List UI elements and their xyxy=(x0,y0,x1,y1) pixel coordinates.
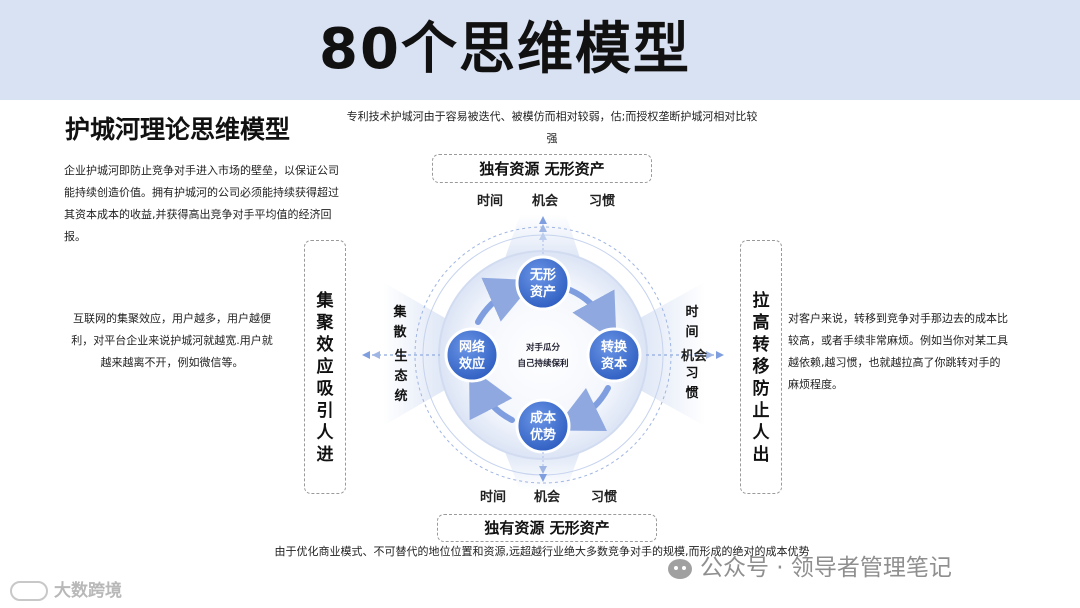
top-resource-box xyxy=(432,154,652,183)
left-arrow xyxy=(362,351,440,359)
top-resource-label: 独有资源 无形资产 xyxy=(479,160,605,178)
right-inner-col2: 习惯 xyxy=(685,366,699,401)
right-explanation: 对客户来说，转移到竞争对手那边去的成本比较高，或者手续非常麻烦。例如当你对某工具… xyxy=(788,312,1008,391)
right-vertical-box xyxy=(740,240,782,494)
cycle-arrow-1 xyxy=(567,287,617,344)
center-caption: 对手瓜分 自己持续保利 xyxy=(517,343,569,369)
cycle-arrow-2 xyxy=(553,385,611,432)
bottom-arrow xyxy=(539,452,547,482)
node-label-switching-cost: 转换 资本 xyxy=(600,340,627,372)
right-beam xyxy=(640,282,705,426)
top-arrow xyxy=(539,216,547,256)
cycle-arrow-4 xyxy=(475,277,535,325)
left-beam xyxy=(383,282,445,426)
top-label-habit: 习惯 xyxy=(589,194,616,209)
node-label-network-effect: 网络 效应 xyxy=(458,340,485,372)
section-title: 护城河理论思维模型 xyxy=(65,115,291,144)
left-vertical-box xyxy=(304,240,346,494)
bottom-resource-label: 独有资源 无形资产 xyxy=(484,519,610,537)
left-inner-col2: 生态统 xyxy=(394,349,408,404)
bottom-label-opportunity: 机会 xyxy=(534,490,561,505)
wechat-icon xyxy=(668,558,692,579)
right-inner-opportunity: 机会 xyxy=(681,349,708,364)
right-vertical-label: 拉高转移防止人出 xyxy=(752,291,770,465)
right-inner-col1: 时间 xyxy=(685,305,699,340)
left-inner-col1: 集散 xyxy=(393,305,407,340)
node-label-cost-advantage: 成本 优势 xyxy=(529,411,556,443)
node-network-effect xyxy=(444,327,500,383)
bottom-label-time: 时间 xyxy=(480,490,507,505)
top-label-time: 时间 xyxy=(477,194,504,209)
page-title: 80个思维模型 xyxy=(319,17,691,82)
brand-logo-icon xyxy=(10,581,48,601)
bottom-note: 由于优化商业模式、不可替代的地位位置和资源,远超越行业绝大多数竞争对手的规模,而… xyxy=(274,545,810,558)
top-label-opportunity: 机会 xyxy=(532,194,559,209)
right-arrow xyxy=(646,351,724,359)
header-banner xyxy=(0,0,1080,100)
top-note: 专利技术护城河由于容易被迭代、被模仿而相对较弱，估;而授权垄断护城河相对比较强 xyxy=(346,110,758,145)
node-switching-cost xyxy=(586,327,642,383)
watermark-wechat: 公众号 · 领导者管理笔记 xyxy=(668,548,952,582)
intro-paragraph: 企业护城河即防止竞争对手进入市场的壁垒，以保证公司能持续创造价值。拥有护城河的公… xyxy=(64,164,339,243)
left-explanation: 互联网的集聚效应，用户越多，用户越便利，对平台企业来说护城河就越宽.用户就越来越… xyxy=(71,312,273,369)
cycle-arrow-3 xyxy=(469,366,515,423)
watermark-brand: 大数跨境 xyxy=(10,576,122,601)
node-intangible-assets xyxy=(515,255,571,311)
left-vertical-label: 集聚效应吸引人进 xyxy=(316,291,334,465)
bottom-resource-box xyxy=(437,514,657,542)
bottom-label-habit: 习惯 xyxy=(591,490,618,505)
node-label-intangible-assets: 无形 资产 xyxy=(529,268,556,300)
